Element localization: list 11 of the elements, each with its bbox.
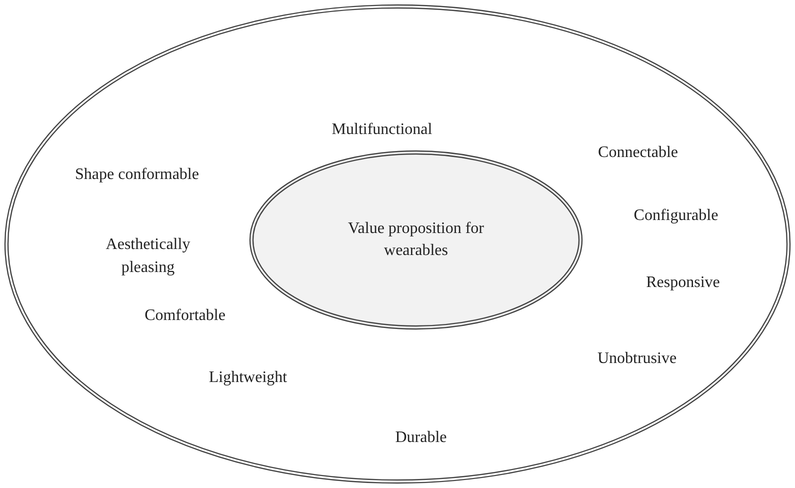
attribute-label: Lightweight [208, 368, 288, 388]
attribute-label: Configurable [634, 206, 718, 226]
attribute-label: Responsive [646, 272, 720, 292]
attribute-label: Aesthetically pleasing [104, 235, 192, 278]
attribute-label: Comfortable [144, 306, 226, 326]
attribute-label: Connectable [598, 142, 678, 162]
attribute-label: Unobtrusive [597, 348, 677, 368]
node-text: Value proposition for wearables [347, 219, 485, 261]
attribute-label: Durable [395, 428, 447, 448]
attribute-label: Multifunctional [332, 120, 432, 140]
attribute-label: Shape conformable [75, 164, 199, 184]
